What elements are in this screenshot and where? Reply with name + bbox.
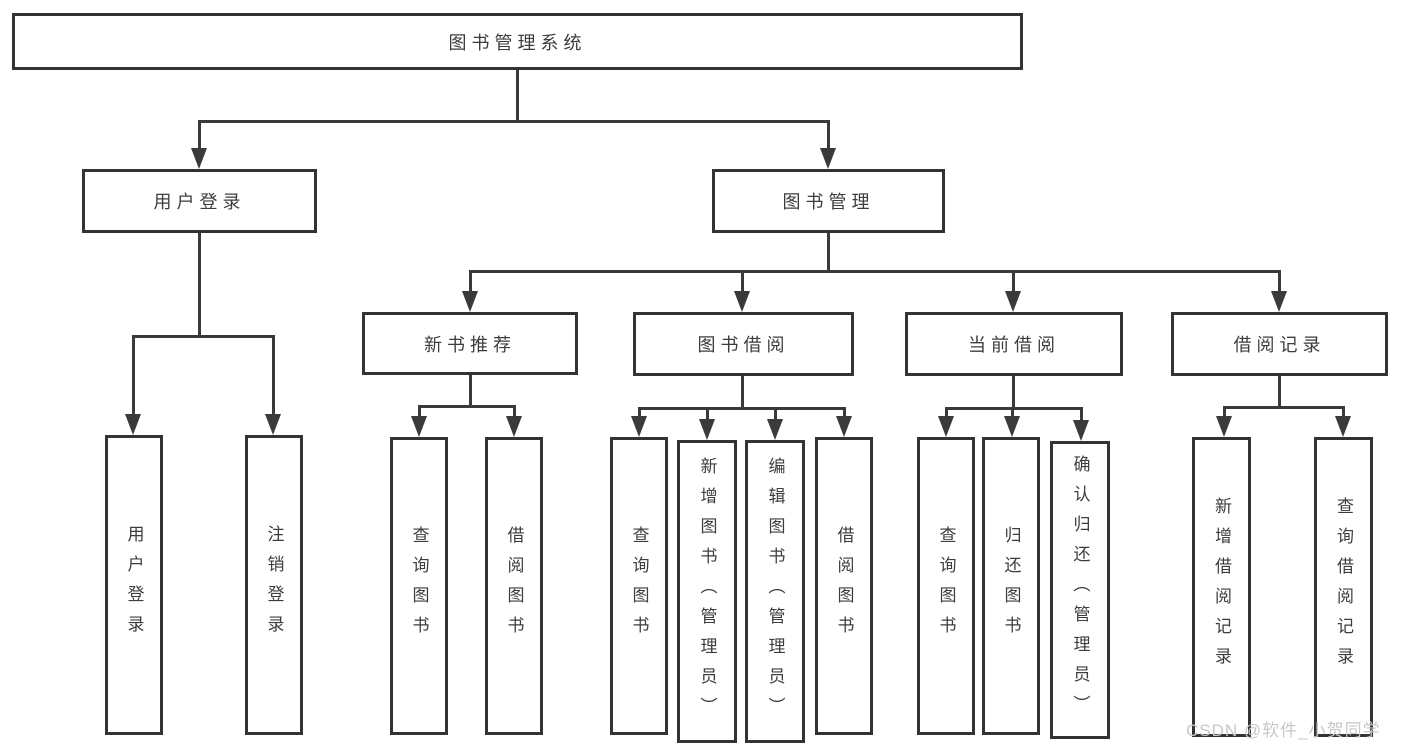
leaf-query-books-recommend: 查询图书 (390, 437, 448, 735)
connector-line (1342, 406, 1345, 418)
connector-line (827, 233, 830, 273)
leaf-query-borrow-record: 查询借阅记录 (1314, 437, 1373, 737)
connector-line (843, 407, 846, 418)
connector-line (132, 335, 274, 338)
arrow-down-icon (265, 414, 281, 435)
connector-line (1223, 406, 1226, 418)
node-current-borrowing: 当前借阅 (905, 312, 1123, 376)
connector-line (469, 270, 472, 292)
leaf-borrow-books-recommend: 借阅图书 (485, 437, 543, 735)
connector-line (198, 120, 201, 150)
connector-line (706, 407, 709, 421)
connector-line (418, 405, 515, 408)
arrow-down-icon (836, 416, 852, 437)
leaf-confirm-return-admin: 确认归还（管理员） (1050, 441, 1110, 739)
leaf-edit-books-admin: 编辑图书（管理员） (745, 440, 805, 743)
connector-line (1012, 376, 1015, 409)
arrow-down-icon (1005, 291, 1021, 312)
connector-line (1223, 406, 1344, 409)
connector-line (516, 70, 519, 121)
leaf-borrow-books-borrowing: 借阅图书 (815, 437, 873, 735)
connector-line (198, 120, 830, 123)
arrow-down-icon (191, 148, 207, 169)
connector-line (1278, 376, 1281, 408)
arrow-down-icon (1335, 416, 1351, 437)
node-borrowing-records: 借阅记录 (1171, 312, 1388, 376)
node-library-system: 图书管理系统 (12, 13, 1023, 70)
connector-line (1011, 407, 1014, 418)
node-new-book-recommend: 新书推荐 (362, 312, 578, 375)
arrow-down-icon (1004, 416, 1020, 437)
arrow-down-icon (1271, 291, 1287, 312)
arrow-down-icon (938, 416, 954, 437)
leaf-logout: 注销登录 (245, 435, 303, 735)
connector-line (638, 407, 641, 418)
leaf-add-borrow-record: 新增借阅记录 (1192, 437, 1251, 737)
connector-line (945, 407, 948, 418)
arrow-down-icon (734, 291, 750, 312)
arrow-down-icon (1073, 420, 1089, 441)
arrow-down-icon (767, 419, 783, 440)
node-book-borrowing: 图书借阅 (633, 312, 854, 376)
connector-line (513, 405, 516, 418)
connector-line (741, 270, 744, 292)
leaf-return-books: 归还图书 (982, 437, 1040, 735)
arrow-down-icon (125, 414, 141, 435)
leaf-add-books-admin: 新增图书（管理员） (677, 440, 737, 743)
leaf-user-login: 用户登录 (105, 435, 163, 735)
connector-line (1278, 270, 1281, 292)
connector-line (132, 335, 135, 415)
leaf-query-books-borrowing: 查询图书 (610, 437, 668, 735)
arrow-down-icon (1216, 416, 1232, 437)
connector-line (1080, 407, 1083, 421)
arrow-down-icon (462, 291, 478, 312)
connector-line (638, 407, 845, 410)
connector-line (469, 270, 1281, 273)
connector-line (198, 233, 201, 337)
arrow-down-icon (631, 416, 647, 437)
csdn-watermark: CSDN @软件_小贺同学 (1186, 721, 1381, 740)
connector-line (469, 375, 472, 407)
arrow-down-icon (699, 419, 715, 440)
leaf-query-books-current: 查询图书 (917, 437, 975, 735)
connector-line (741, 376, 744, 409)
arrow-down-icon (411, 416, 427, 437)
arrow-down-icon (506, 416, 522, 437)
connector-line (1012, 270, 1015, 292)
connector-line (827, 120, 830, 150)
node-user-login: 用户登录 (82, 169, 317, 233)
connector-line (418, 405, 421, 418)
arrow-down-icon (820, 148, 836, 169)
node-book-management: 图书管理 (712, 169, 945, 233)
connector-line (774, 407, 777, 421)
connector-line (272, 335, 275, 415)
